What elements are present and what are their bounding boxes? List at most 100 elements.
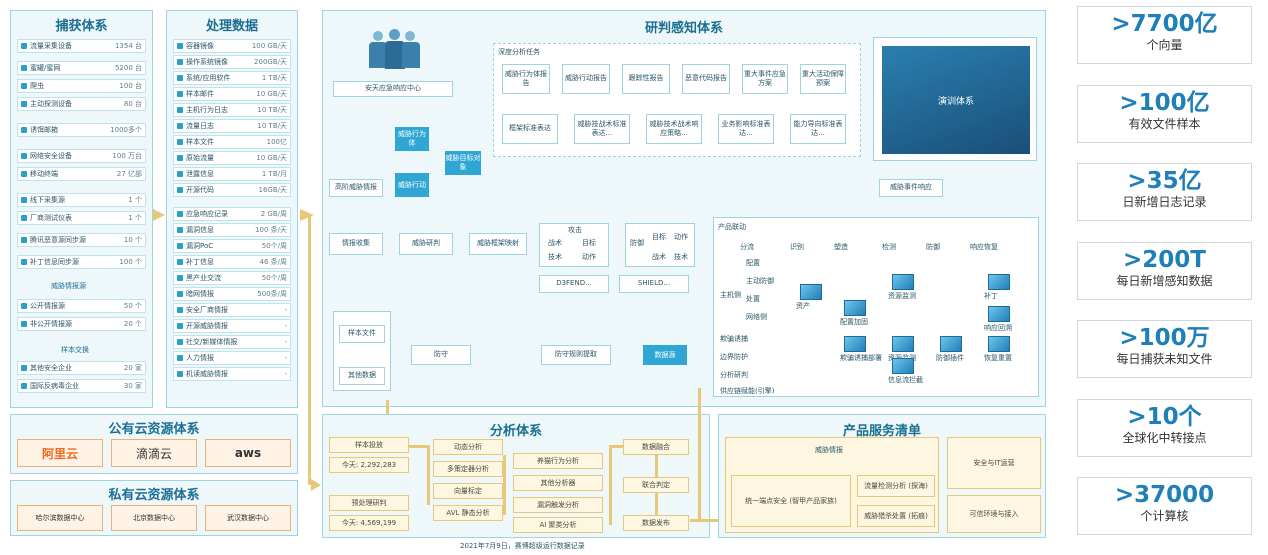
analysis-to-services-line bbox=[690, 519, 718, 522]
item-label: 暗网情报 bbox=[186, 290, 214, 298]
analysis-flow-line-3 bbox=[503, 455, 506, 515]
item-icon bbox=[177, 227, 183, 233]
threat-actor-box: 威胁行为体 bbox=[395, 127, 429, 151]
private-cloud-panel: 私有云资源体系 哈尔滨数据中心 北京数据中心 武汉数据中心 bbox=[10, 480, 298, 536]
item-label: 开源代码 bbox=[186, 186, 214, 194]
item-icon bbox=[177, 107, 183, 113]
item-label: 泄露信息 bbox=[186, 170, 214, 178]
stat-label: 每日捕获未知文件 bbox=[1116, 352, 1213, 366]
deep-task-report: 恶意代码报告 bbox=[682, 64, 730, 94]
linkage-side-item: 欺骗诱捕 bbox=[720, 335, 748, 343]
analysis-module: 其他分析器 bbox=[513, 475, 603, 491]
item-value: 1 TB/天 bbox=[261, 74, 287, 82]
item-value: 100 GB/天 bbox=[251, 42, 287, 50]
item-icon bbox=[21, 259, 27, 265]
item-icon bbox=[21, 43, 27, 49]
attack-cell-1: 战术 bbox=[548, 239, 562, 247]
linkage-node-label: 恢复重置 bbox=[984, 354, 1012, 362]
item-icon bbox=[177, 291, 183, 297]
item-icon bbox=[177, 75, 183, 81]
item-label: 补丁信息 bbox=[186, 258, 214, 266]
linkage-side-item: 分析研判 bbox=[720, 371, 748, 379]
item-label: 机读威胁情报 bbox=[186, 370, 228, 378]
item-label: 黑产业交流 bbox=[186, 274, 221, 282]
stat-card: >7700亿个向量 bbox=[1077, 6, 1252, 64]
item-icon bbox=[177, 187, 183, 193]
linkage-node-label: 配置加固 bbox=[840, 318, 868, 326]
provider-aliyun: 阿里云 bbox=[17, 439, 103, 467]
item-icon bbox=[177, 243, 183, 249]
linkage-node-icon bbox=[800, 284, 822, 300]
linkage-node-label: 响应回溯 bbox=[984, 324, 1012, 332]
stat-label: 个计算核 bbox=[1140, 509, 1189, 523]
stat-card: >10个全球化中转接点 bbox=[1077, 398, 1252, 457]
preprocess-box: 预处理研判 bbox=[329, 495, 409, 511]
item-value: 100 条/天 bbox=[255, 226, 287, 234]
processing-to-research-arrow bbox=[300, 209, 314, 221]
research-title: 研判感知体系 bbox=[644, 21, 723, 36]
linkage-column-header: 塑造 bbox=[834, 243, 848, 251]
research-feedback-line bbox=[386, 400, 389, 414]
attack-grid: 攻击 战术 目标 技术 动作 bbox=[539, 223, 609, 267]
item-icon bbox=[177, 155, 183, 161]
data-source-box: 数据源 bbox=[643, 345, 687, 365]
item-value: 20 个 bbox=[123, 320, 142, 328]
item-value: - bbox=[284, 322, 287, 330]
aliyun-label: 阿里云 bbox=[41, 446, 78, 461]
item-value: 200GB/天 bbox=[254, 58, 287, 66]
advanced-intel-box: 高阶威胁情报 bbox=[329, 179, 383, 197]
stat-label: 日新增日志记录 bbox=[1122, 195, 1207, 209]
deep-task-report: 重大活动保障预案 bbox=[800, 64, 846, 94]
item-icon bbox=[21, 237, 27, 243]
event-response-box: 威胁事件响应 bbox=[879, 179, 943, 197]
defense-cell-4: 技术 bbox=[674, 253, 688, 261]
item-label: 开源威胁情报 bbox=[186, 322, 228, 330]
attack-cell-4: 动作 bbox=[582, 253, 596, 261]
deep-task-standard: 框架标准表达 bbox=[502, 114, 558, 144]
host-side-item: 网络侧 bbox=[746, 313, 767, 321]
unified-security-box: 统一端点安全 (智甲产品家族) bbox=[731, 475, 851, 527]
threat-action-box: 威胁行动 bbox=[395, 173, 429, 197]
item-icon bbox=[21, 65, 27, 71]
item-label: 样本邮件 bbox=[186, 90, 214, 98]
processing-item: 安全厂商情报- bbox=[173, 303, 291, 317]
item-label: 人力情报 bbox=[186, 354, 214, 362]
item-value: 27 亿部 bbox=[116, 170, 142, 178]
linkage-node-icon bbox=[892, 274, 914, 290]
linkage-column-header: 响应恢复 bbox=[970, 243, 998, 251]
processing-title: 处理数据 bbox=[205, 19, 258, 34]
capture-item: 移动终端 27 亿部 bbox=[17, 167, 146, 181]
defense-grid: 防御 目标 动作 战术 技术 bbox=[625, 223, 695, 267]
provider-aws: aws bbox=[205, 439, 291, 467]
d3fend-box: D3FEND... bbox=[539, 275, 609, 293]
item-icon bbox=[21, 197, 27, 203]
item-label: 移动终端 bbox=[30, 170, 58, 178]
item-icon bbox=[177, 275, 183, 281]
linkage-column-header: 检测 bbox=[882, 243, 896, 251]
item-value: 100 个 bbox=[119, 258, 142, 266]
linkage-column-header: 分流 bbox=[740, 243, 754, 251]
analysis-flow-line-7 bbox=[655, 493, 658, 515]
item-label: 其他安全企业 bbox=[30, 364, 72, 372]
item-icon bbox=[177, 323, 183, 329]
stat-value: >7700亿 bbox=[1111, 11, 1218, 37]
analysis-module: 多策定器分析 bbox=[433, 461, 503, 477]
services-panel: 产品服务清单 威胁情报 统一端点安全 (智甲产品家族) 流量检测分析 (探海) … bbox=[718, 414, 1046, 538]
item-label: 国际反病毒企业 bbox=[30, 382, 79, 390]
item-value: 1 个 bbox=[128, 214, 142, 222]
linkage-node-label: 信息流拦截 bbox=[888, 376, 923, 384]
public-cloud-title: 公有云资源体系 bbox=[108, 422, 200, 437]
research-panel: 研判感知体系 安天应急响应中心 深度分析任务 威胁行为体报告威胁行动报告跟踪性报… bbox=[322, 10, 1046, 407]
